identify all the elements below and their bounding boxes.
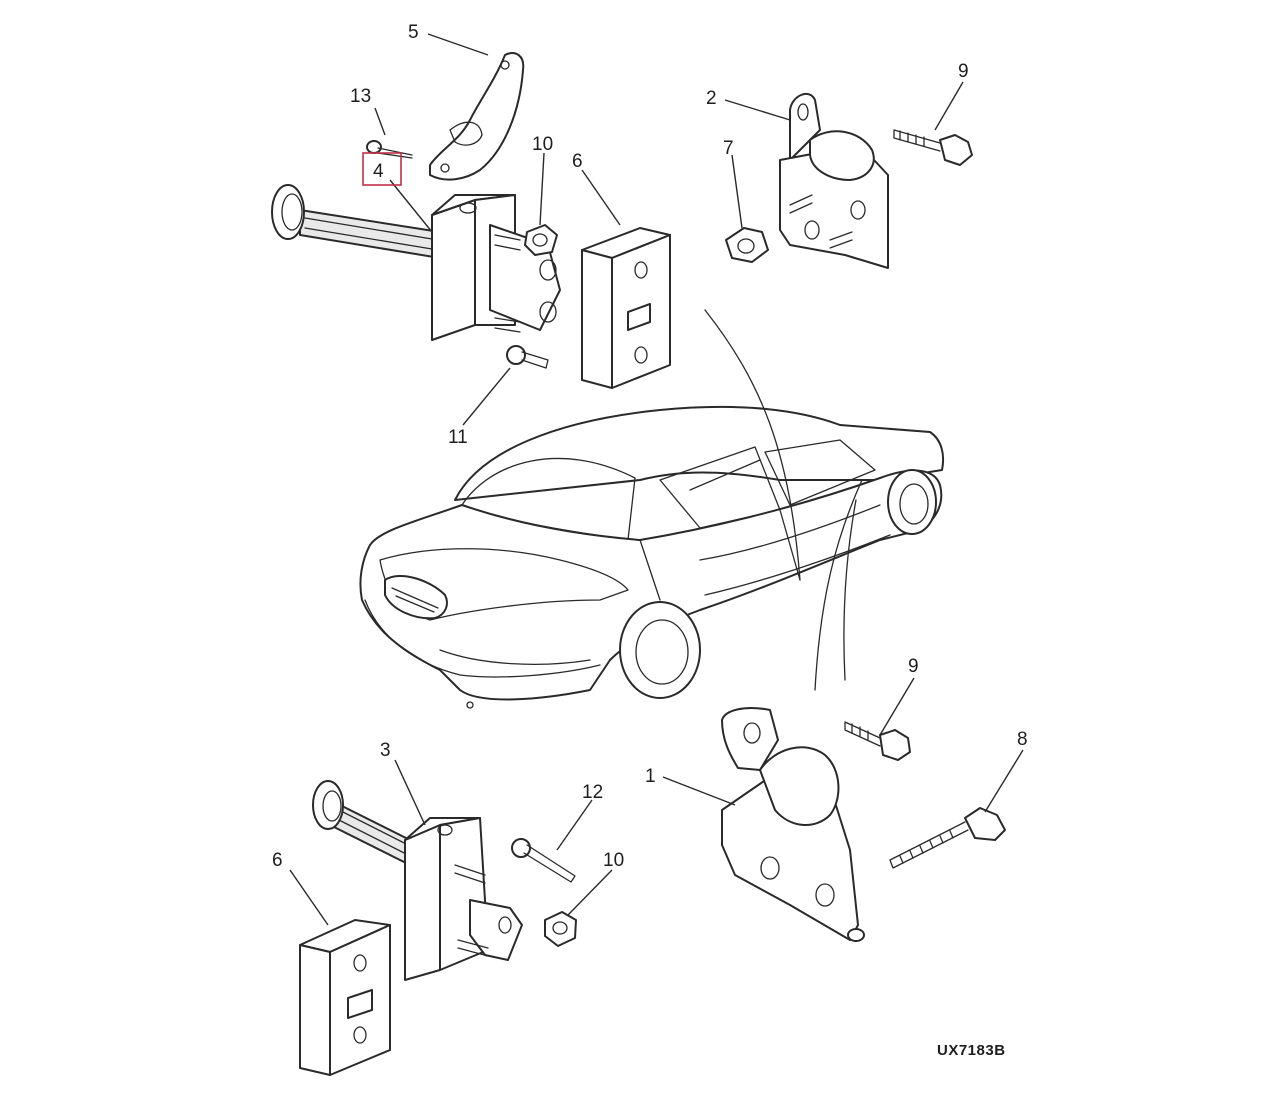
callout-6-top[interactable]: 6 bbox=[572, 151, 583, 172]
callout-12[interactable]: 12 bbox=[582, 782, 603, 803]
part-1-lower-hinge bbox=[721, 707, 865, 942]
callout-3[interactable]: 3 bbox=[380, 740, 391, 761]
part-9-bolt-bottom bbox=[844, 721, 911, 761]
callout-2[interactable]: 2 bbox=[706, 88, 717, 109]
part-11-bolt bbox=[506, 345, 549, 369]
part-10-nut-top bbox=[524, 224, 558, 256]
part-6-pad-bottom bbox=[299, 919, 391, 1076]
part-12-bolt bbox=[511, 838, 576, 883]
selected-callout-highlight bbox=[362, 152, 402, 186]
part-5-trim-cover bbox=[429, 52, 525, 181]
part-7-nut bbox=[725, 227, 769, 263]
callout-labels: 5 13 4 10 6 2 7 9 11 1 3 6 12 10 9 8 bbox=[272, 22, 1028, 871]
callout-1[interactable]: 1 bbox=[645, 766, 656, 787]
part-10-nut-bottom bbox=[544, 911, 577, 947]
callout-10-top[interactable]: 10 bbox=[532, 134, 553, 155]
diagram-reference-code: UX7183B bbox=[937, 1042, 1006, 1059]
callout-4[interactable]: 4 bbox=[373, 161, 384, 182]
callout-5[interactable]: 5 bbox=[408, 22, 419, 43]
part-6-pad-top bbox=[581, 227, 671, 389]
door-check-arm-top bbox=[271, 184, 561, 341]
part-9-bolt-top bbox=[893, 129, 973, 166]
callout-6-bottom[interactable]: 6 bbox=[272, 850, 283, 871]
leader-lines bbox=[289, 33, 1024, 926]
callout-7[interactable]: 7 bbox=[723, 138, 734, 159]
part-8-long-bolt bbox=[889, 807, 1006, 869]
part-2-upper-hinge bbox=[779, 92, 889, 269]
callout-11[interactable]: 11 bbox=[448, 427, 468, 448]
callout-13[interactable]: 13 bbox=[350, 86, 371, 107]
part-3-door-check-arm-bottom bbox=[312, 780, 523, 981]
callout-10-bottom[interactable]: 10 bbox=[603, 850, 624, 871]
car-illustration bbox=[359, 309, 945, 709]
callout-9-top[interactable]: 9 bbox=[958, 61, 969, 82]
callout-8[interactable]: 8 bbox=[1017, 729, 1028, 750]
part-13-screw bbox=[366, 140, 413, 159]
callout-9-bottom[interactable]: 9 bbox=[908, 656, 919, 677]
